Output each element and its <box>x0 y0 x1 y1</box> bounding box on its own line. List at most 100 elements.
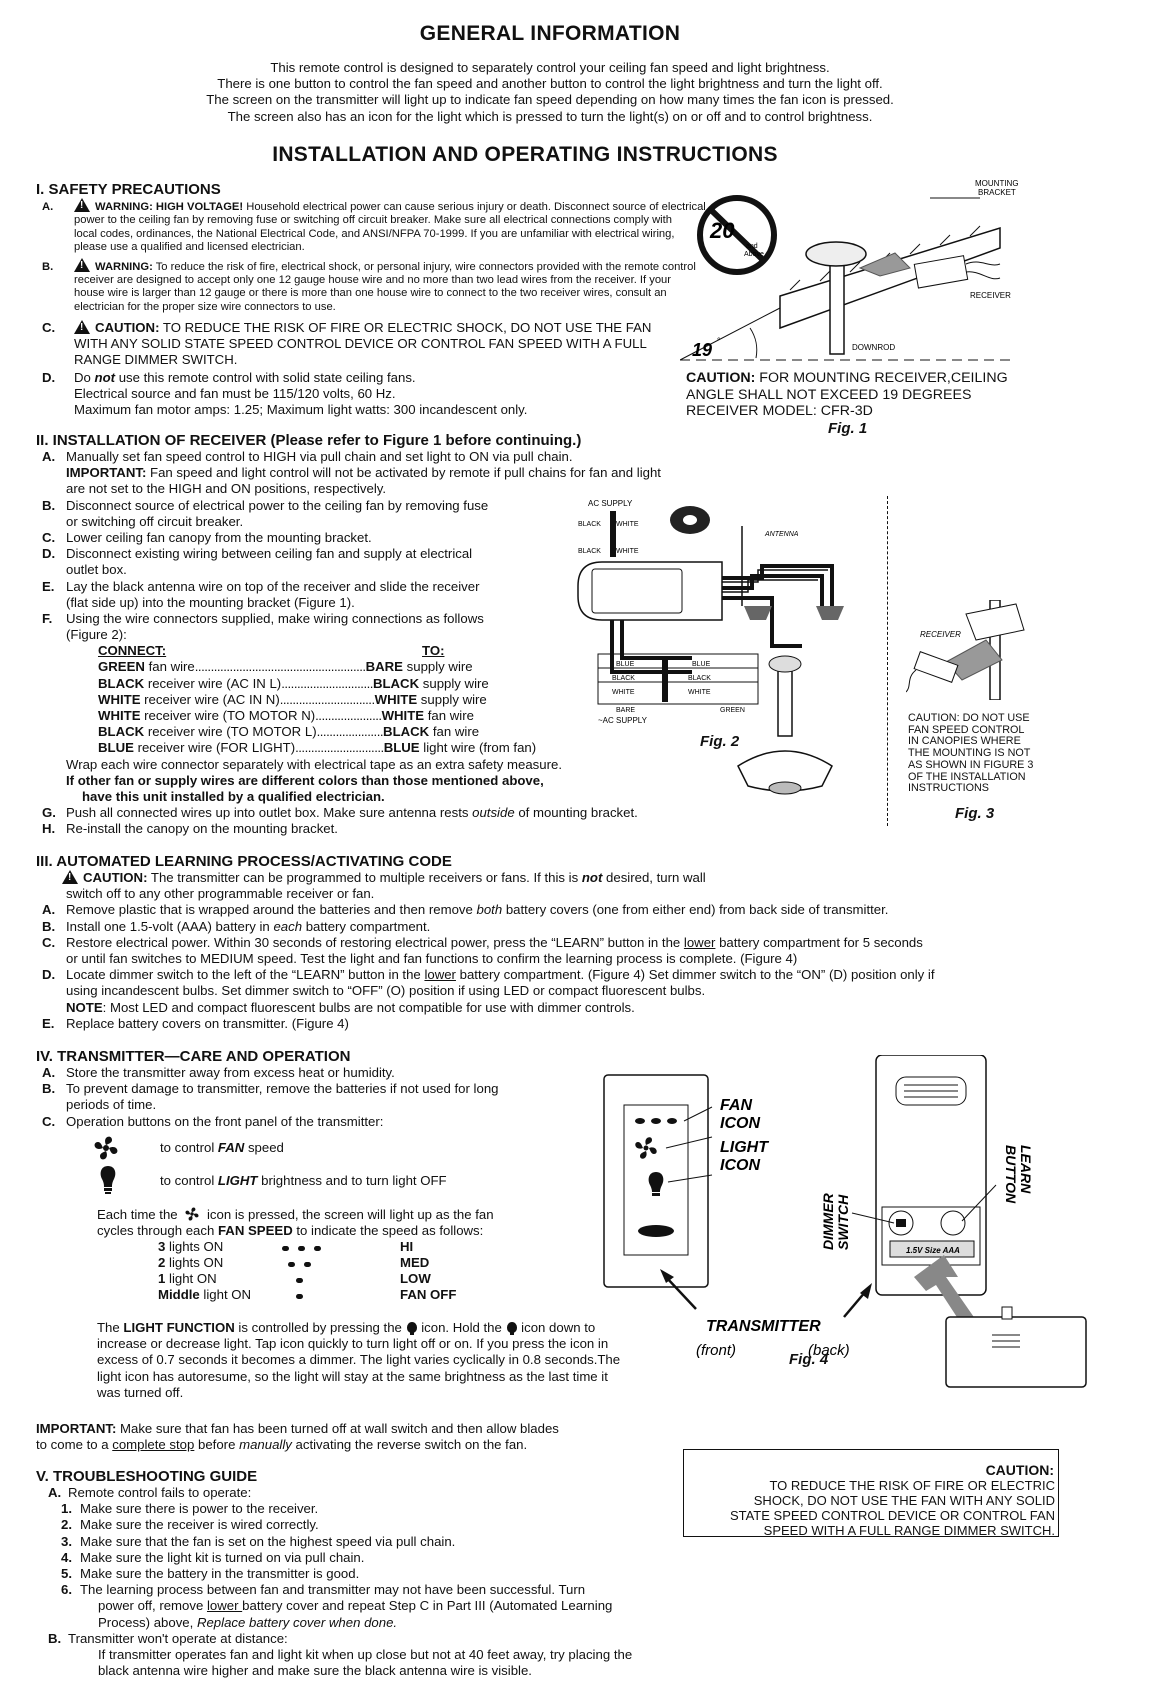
connection-row: WHITE receiver wire (AC IN N)...........… <box>42 692 742 708</box>
ac-supply-label: AC SUPPLY <box>588 499 633 508</box>
text: fan wire <box>429 724 480 740</box>
text: Household electrical power can cause ser… <box>243 201 706 213</box>
safety-block: A.WARNING: HIGH VOLTAGE! Household elect… <box>42 198 762 314</box>
text: Disconnect source of electrical power to… <box>66 497 489 513</box>
white-label: WHITE <box>616 548 639 555</box>
fan-icon-label: ICON <box>720 1115 760 1132</box>
speed-dots <box>296 1271 312 1287</box>
text: Make sure the receiver is wired correctl… <box>80 1517 319 1533</box>
text: Disconnect existing wiring between ceili… <box>66 546 473 562</box>
text: before <box>194 1437 240 1453</box>
text: ............................. <box>281 675 373 691</box>
fan-icon <box>635 1137 657 1159</box>
text: AS SHOWN IN FIGURE 3 <box>908 758 1034 771</box>
fan-icon <box>185 1207 199 1221</box>
text: black antenna wire higher and make sure … <box>98 1663 532 1679</box>
underlined: lower <box>424 967 456 983</box>
text: lights ON <box>165 1239 224 1254</box>
text: (flat side up) into the mounting bracket… <box>66 594 355 610</box>
and-above-label: and <box>746 243 758 250</box>
connection-row: BLACK receiver wire (AC IN L)...........… <box>42 676 742 692</box>
item-label: D. <box>42 967 56 983</box>
mounting-bracket-label: BRACKET <box>978 188 1016 197</box>
text: was turned off. <box>97 1384 184 1400</box>
text: receiver wire (AC IN L) <box>144 675 282 691</box>
text: have this unit installed by a qualified … <box>82 789 385 805</box>
figure-1-caution: CAUTION: FOR MOUNTING RECEIVER,CEILING A… <box>686 370 1008 420</box>
speed-dot <box>314 1246 321 1251</box>
text: fan wire <box>424 708 474 724</box>
figure-4-caption: Fig. 4 <box>789 1351 829 1368</box>
warning-triangle-icon <box>74 198 90 212</box>
black-label: BLACK <box>578 548 601 555</box>
text: light icon has autoresume, so the light … <box>97 1368 608 1384</box>
important-note: IMPORTANT: Make sure that fan has been t… <box>36 1421 656 1453</box>
text: ............................ <box>295 740 384 756</box>
item-label: D. <box>42 546 56 562</box>
connect-header: CONNECT:TO: <box>42 643 742 659</box>
figure-3-caption: Fig. 3 <box>955 805 995 822</box>
text: BLUE <box>98 740 134 756</box>
text: or until fan switches to MEDIUM speed. T… <box>66 951 798 967</box>
text: receiver wire (AC IN N) <box>140 691 280 707</box>
warning-head: WARNING: <box>95 260 153 273</box>
warning-triangle-icon <box>74 257 90 272</box>
speed-dot <box>282 1246 289 1251</box>
intro-line: This remote control is designed to separ… <box>270 60 830 75</box>
text: Make sure the battery in the transmitter… <box>80 1566 360 1582</box>
text: ........................................… <box>194 659 366 675</box>
light-bulb-icon <box>648 1172 664 1196</box>
ac-supply-label: ~AC SUPPLY <box>598 716 648 725</box>
text: supply wire <box>402 659 473 675</box>
caution-head: CAUTION: <box>95 320 160 335</box>
connection-row: BLUE receiver wire (FOR LIGHT)..........… <box>42 740 742 756</box>
text: supply wire <box>417 691 487 707</box>
figure-divider <box>887 496 888 826</box>
text: to control <box>160 1140 218 1155</box>
item-number: 6. <box>61 1582 72 1598</box>
text: SHOCK, DO NOT USE THE FAN WITH ANY SOLID <box>753 1493 1055 1508</box>
connection-row: WHITE receiver wire (TO MOTOR N)........… <box>42 708 742 724</box>
text: .............................. <box>279 691 375 707</box>
item-label: D. <box>42 369 56 385</box>
install-title: INSTALLATION AND OPERATING INSTRUCTIONS <box>272 143 778 166</box>
text: : Most LED and compact fluorescent bulbs… <box>102 999 635 1015</box>
text: BLACK <box>98 724 145 740</box>
underlined: lower <box>206 1598 243 1614</box>
text: battery covers (one from either end) fro… <box>502 902 889 918</box>
text: Maximum fan motor amps: 1.25; Maximum li… <box>74 402 528 418</box>
text: Locate dimmer switch to the left of the … <box>66 967 425 983</box>
text: Store the transmitter away from excess h… <box>66 1065 395 1080</box>
text: IN CANOPIES WHERE <box>908 735 1021 748</box>
text: light ON <box>165 1271 217 1286</box>
text: ANGLE SHALL NOT EXCEED 19 DEGREES <box>686 386 972 403</box>
warning-triangle-icon <box>74 320 90 334</box>
text: receiver wire (FOR LIGHT) <box>133 740 296 756</box>
text: WHITE <box>381 708 425 724</box>
caution-head: CAUTION: <box>83 870 148 885</box>
text: Restore electrical power. Within 30 seco… <box>66 934 684 950</box>
item-label: E. <box>42 1015 55 1031</box>
text: of mounting bracket. <box>514 805 638 821</box>
text: (Figure 2): <box>66 627 127 643</box>
item-label: G. <box>42 805 56 821</box>
text: Do <box>74 369 95 385</box>
item-label: A. <box>42 902 56 918</box>
text: RECEIVER MODEL: CFR-3D <box>686 403 873 419</box>
text: WHITE <box>374 691 418 707</box>
antenna-label: ANTENNA <box>764 531 799 538</box>
learning-title: III. AUTOMATED LEARNING PROCESS/ACTIVATI… <box>36 853 452 870</box>
emphasis: not <box>94 369 116 385</box>
text: icon is pressed, the screen will light u… <box>203 1207 494 1222</box>
speed-dots <box>296 1287 312 1303</box>
text: Transmitter won't operate at distance: <box>68 1630 288 1646</box>
text: Lay the black antenna wire on top of the… <box>66 578 480 594</box>
white-label: WHITE <box>688 689 711 696</box>
text: STATE SPEED CONTROL DEVICE OR CONTROL FA… <box>729 1508 1055 1523</box>
blue-label: BLUE <box>692 661 711 668</box>
caution-head: CAUTION: <box>985 1462 1054 1478</box>
item-label: C. <box>42 934 56 950</box>
item-label: B. <box>42 918 56 934</box>
